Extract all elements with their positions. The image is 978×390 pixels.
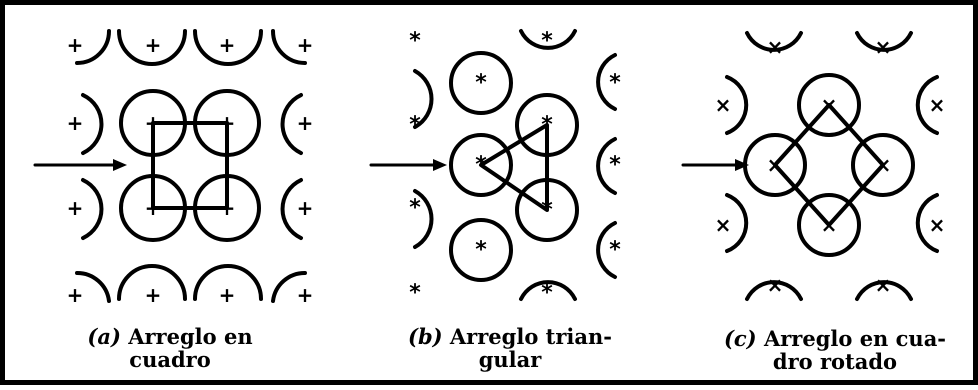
tube-circle — [449, 51, 513, 115]
caption-a-line1: Arreglo en — [128, 324, 253, 349]
tube-center-marker: + — [297, 111, 314, 135]
tube-center-marker: + — [219, 196, 236, 220]
tube-center-marker: + — [219, 33, 236, 57]
caption-c-tag: (c) — [723, 326, 757, 351]
partial-tube — [75, 270, 111, 303]
partial-tube — [117, 264, 187, 301]
tube-center-marker: * — [541, 281, 553, 306]
tube-center-marker: + — [145, 33, 162, 57]
tube-center-marker: * — [541, 29, 553, 54]
tube-center-marker: + — [67, 111, 84, 135]
partial-tube — [915, 75, 939, 135]
tube-center-marker: * — [409, 113, 421, 138]
partial-tube — [596, 137, 617, 195]
tube-center-marker: * — [409, 196, 421, 221]
partial-tube — [75, 29, 111, 65]
partial-tube — [280, 93, 303, 155]
tube-center-marker: × — [767, 35, 784, 59]
caption-b-line2: gular — [478, 347, 542, 372]
tube-arrangement-diagram: + + + + + + + + + + + + + + + + * * * * * * * * * * * * * * × × × × × × × ×… — [33, 29, 946, 307]
tube-center-marker: * — [475, 71, 487, 96]
tube-center-marker: + — [297, 283, 314, 307]
partial-tube — [271, 270, 307, 303]
partial-tube — [280, 178, 303, 240]
partial-tube — [855, 280, 913, 301]
tube-center-marker: + — [145, 111, 162, 135]
tube-center-marker: + — [297, 33, 314, 57]
tube-center-marker: × — [715, 93, 732, 117]
partial-tube — [193, 29, 263, 66]
tube-center-marker: × — [929, 213, 946, 237]
partial-tube — [271, 29, 307, 65]
partial-tube — [81, 93, 104, 155]
caption-a-line2: cuadro — [129, 347, 211, 372]
panel-c-drawing — [681, 31, 939, 301]
caption-a: (a) Arreglo en cuadro — [45, 325, 295, 371]
partial-tube — [745, 31, 803, 52]
partial-tube — [413, 69, 434, 129]
partial-tube — [725, 75, 749, 135]
tube-circle — [797, 73, 861, 137]
tube-center-marker: * — [409, 281, 421, 306]
panel-a-drawing — [33, 29, 307, 303]
tube-center-marker: × — [715, 213, 732, 237]
partial-tube — [855, 31, 913, 52]
tube-center-marker: * — [475, 153, 487, 178]
arrowhead-c — [735, 159, 749, 171]
unit-cell-diamond — [773, 103, 885, 227]
tube-center-marker: + — [67, 33, 84, 57]
caption-b-tag: (b) — [408, 324, 443, 349]
partial-tube — [193, 264, 263, 301]
tube-center-marker: * — [541, 198, 553, 223]
tube-center-marker: * — [541, 113, 553, 138]
partial-tube — [117, 29, 187, 66]
partial-tube — [915, 193, 939, 253]
tube-circle — [743, 133, 807, 197]
tube-center-marker: + — [67, 196, 84, 220]
tube-center-marker: + — [219, 111, 236, 135]
tube-center-marker: × — [821, 213, 838, 237]
tube-circle — [449, 218, 513, 282]
tube-center-marker: * — [409, 29, 421, 54]
tube-center-marker: + — [67, 283, 84, 307]
partial-tube — [596, 53, 617, 111]
tube-center-marker: × — [767, 153, 784, 177]
tube-center-marker: × — [821, 93, 838, 117]
caption-b: (b) Arreglo trian- gular — [385, 325, 635, 371]
partial-tube — [596, 221, 617, 279]
tube-center-marker: + — [145, 196, 162, 220]
tube-circle — [851, 133, 915, 197]
tube-circle — [797, 193, 861, 257]
tube-center-marker: + — [145, 283, 162, 307]
tube-center-marker: * — [609, 71, 621, 96]
tube-center-marker: * — [609, 153, 621, 178]
partial-tube — [725, 193, 749, 253]
partial-tube — [413, 189, 434, 249]
tube-center-marker: + — [297, 196, 314, 220]
tube-center-marker: × — [929, 93, 946, 117]
tube-center-marker: * — [475, 238, 487, 263]
caption-a-tag: (a) — [87, 324, 121, 349]
arrowhead-b — [433, 159, 447, 171]
caption-b-line1: Arreglo trian- — [449, 324, 612, 349]
unit-cell-square — [151, 121, 229, 210]
partial-tube — [745, 280, 803, 301]
tube-center-marker: × — [875, 273, 892, 297]
caption-c-line2: dro rotado — [772, 349, 898, 374]
tube-center-marker: × — [875, 35, 892, 59]
caption-c-line1: Arreglo en cua- — [763, 326, 947, 351]
panel-b-drawing — [369, 29, 617, 301]
partial-tube — [81, 178, 104, 240]
tube-center-marker: + — [219, 283, 236, 307]
tube-center-marker: × — [875, 153, 892, 177]
partial-tube — [519, 280, 577, 301]
arrowhead-a — [113, 159, 127, 171]
partial-tube — [519, 29, 577, 50]
caption-c: (c) Arreglo en cua- dro rotado — [695, 327, 975, 373]
unit-cell-triangle — [479, 123, 549, 212]
tube-circle — [449, 133, 513, 197]
tube-center-marker: * — [609, 238, 621, 263]
tube-center-marker: × — [767, 273, 784, 297]
